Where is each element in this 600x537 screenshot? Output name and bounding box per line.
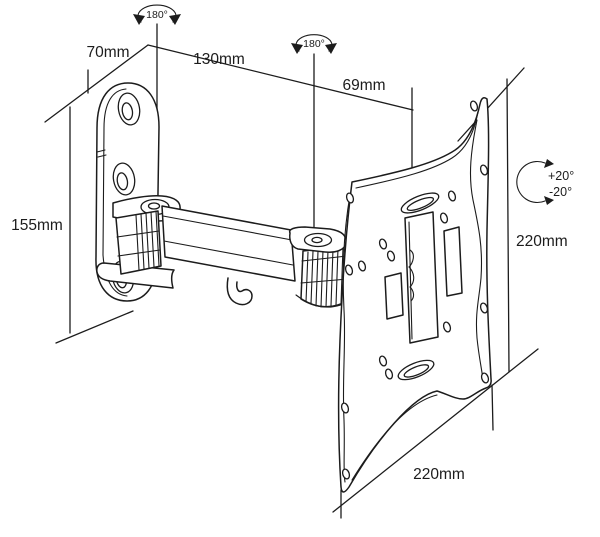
label-wall-plate-width: 70mm [86,44,129,61]
wall-plate-thickness-bottom [102,254,128,297]
label-vesa-plate-height: 220mm [516,233,568,250]
label-tilt-up: +20° [548,169,574,183]
arm-mid-line [163,240,294,266]
wall-plate-rim-marks [96,149,107,158]
label-pivot-to-plate: 69mm [342,77,385,94]
wall-screw-hole-middle [112,162,136,196]
vesa-plate [337,97,492,493]
plate-center-rail [404,211,439,344]
label-tilt-down: -20° [549,185,572,199]
wall-hinge-bottom-tab [96,262,175,289]
arrowhead-bottom [544,196,554,205]
wall-screw-hole-top [117,92,141,126]
label-wall-swivel: 180° [146,9,168,21]
dim-line-220mm-bottom [332,348,539,513]
label-vesa-plate-width: 220mm [413,466,465,483]
elbow-rib-lines [305,246,344,308]
tilt-arrow-icon [516,160,546,204]
arrowhead-right [325,43,337,54]
arrowhead-top [544,159,554,168]
elbow-band-lines [300,255,349,284]
rail-inner-line [408,221,413,340]
arrowhead-left [291,43,303,54]
swivel-indicator-wall [133,4,181,25]
plate-top-contour [355,111,479,189]
wall-hinge [96,195,181,289]
arrowhead-right [169,14,181,25]
label-arm-reach: 130mm [193,51,245,68]
elbow-hinge [288,226,354,308]
dim-line-130mm-69mm [147,44,414,111]
elbow-pivot-center [311,236,323,244]
cable-clip [226,277,253,306]
plate-slot-left [384,272,404,320]
swivel-indicator-arm [291,34,337,54]
tilt-indicator [516,159,554,205]
ext-tick-bottom-right [491,384,494,431]
plate-bottom-contour [351,394,438,481]
vesa-plate-outline [337,97,492,493]
plate-screw-holes [340,100,490,480]
plate-oval-slot-lower [397,359,435,381]
label-arm-swivel: 180° [303,38,325,50]
mounting-arm [161,205,296,306]
dimension-lines [44,23,539,519]
plate-left-contour [342,194,351,483]
plate-oval-slot-upper [400,192,440,214]
label-wall-plate-height: 155mm [11,217,63,234]
wall-plate-thickness-top [103,88,127,129]
dim-line-70mm [44,44,149,123]
wall-hinge-pivot-center [147,202,161,210]
ext-line-bottom-left [55,310,134,344]
plate-slot-right [443,226,463,297]
clamp-rib-lines [135,210,160,271]
dim-line-220mm-right [506,78,510,373]
dimension-labels: 70mm 130mm 69mm 155mm 220mm 220mm 180° 1… [11,9,574,483]
arrowhead-left [133,14,145,25]
plate-right-contour [469,119,484,381]
arm-body [161,205,296,282]
wall-plate-thickness-side [102,127,105,256]
arm-top-edge [162,215,293,241]
ext-line-top-right [457,67,525,142]
rail-inner-bracket-contour [408,249,415,302]
